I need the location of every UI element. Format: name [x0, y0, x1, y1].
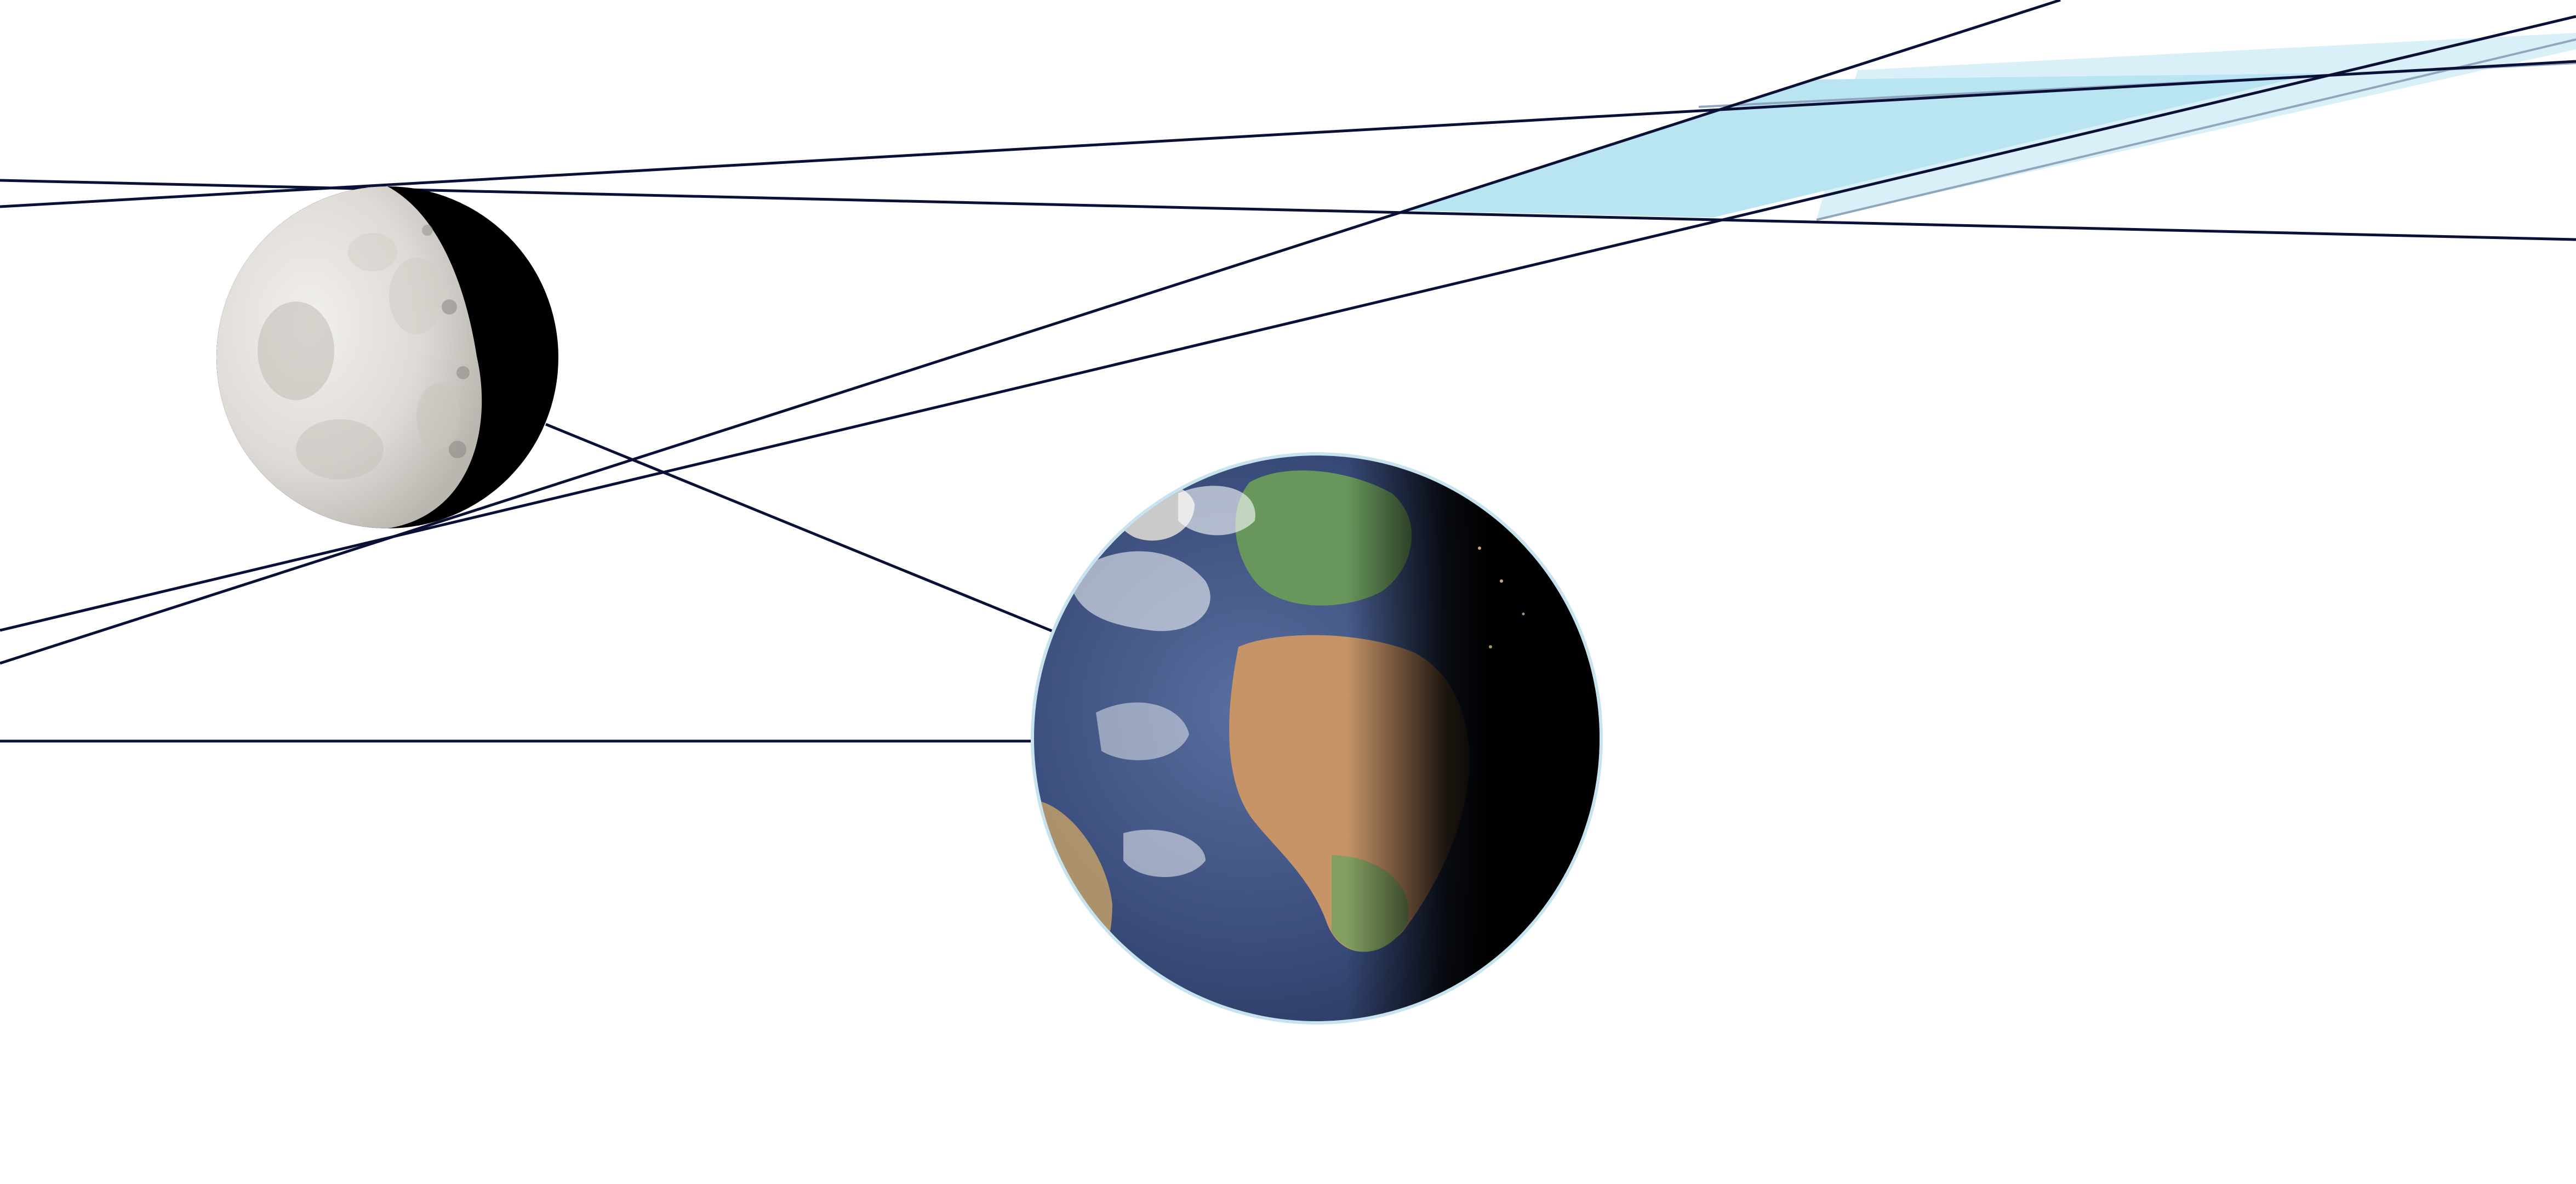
earth-icon — [1031, 452, 1603, 1024]
sight-line-shallow-long — [0, 15, 2576, 632]
wedge-inner-band — [1403, 73, 2316, 218]
sight-line-steep-long — [0, 0, 2061, 665]
moon-icon — [216, 186, 558, 528]
sight-line-top-rising — [0, 60, 2576, 208]
sight-line-moon-to-earth — [545, 423, 1054, 633]
sight-line-top-falling — [0, 179, 2576, 241]
region-wedge — [1403, 33, 2576, 221]
sight-lines — [0, 0, 2576, 743]
